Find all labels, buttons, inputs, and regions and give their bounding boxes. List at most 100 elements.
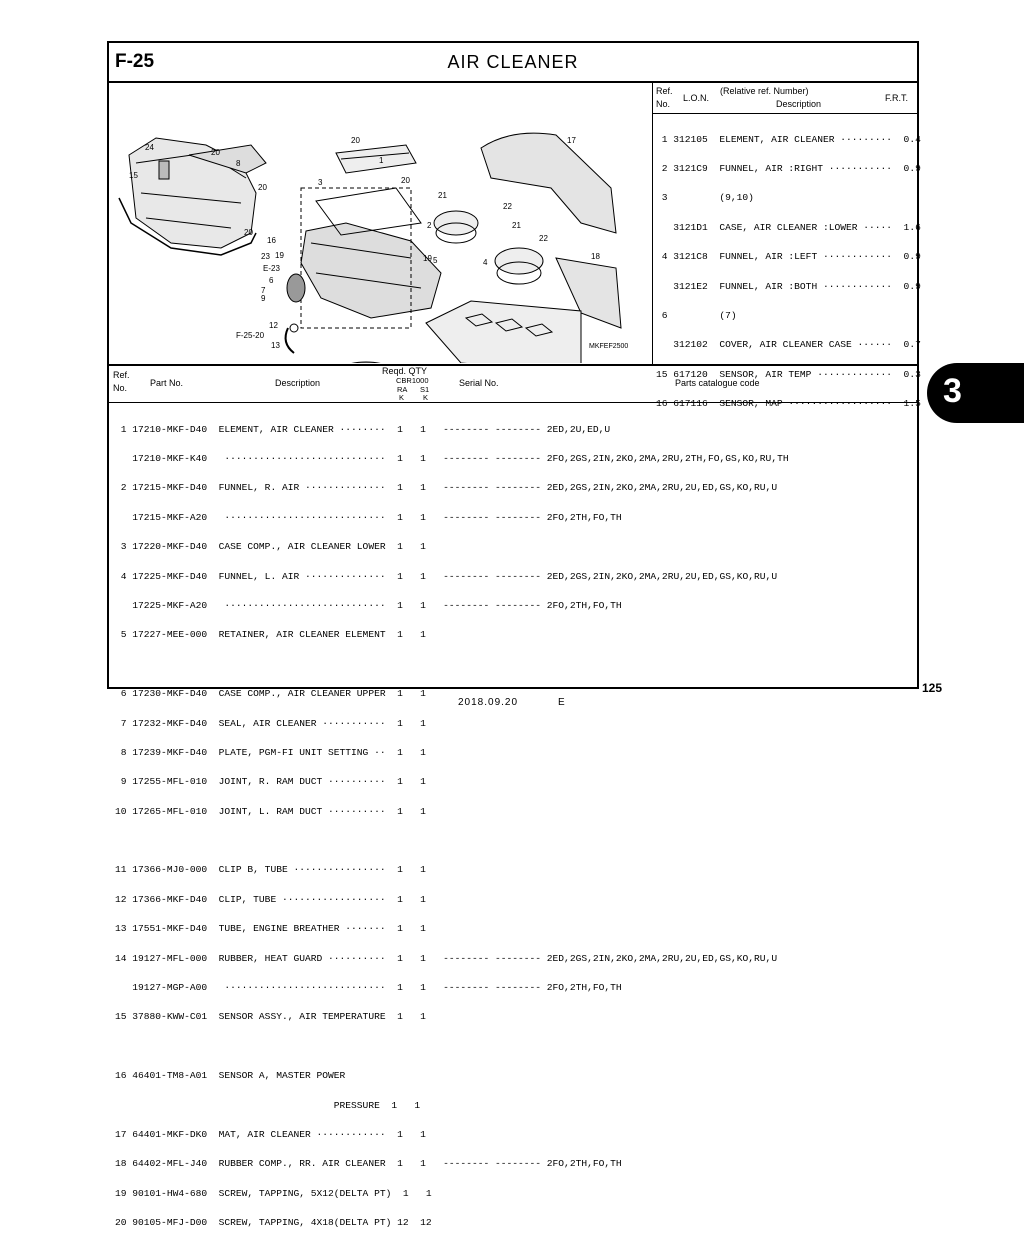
svg-text:4: 4 (483, 258, 488, 267)
table-row: 19 90101-HW4-680 SCREW, TAPPING, 5X12(DE… (115, 1187, 432, 1199)
table-row (115, 1042, 789, 1052)
svg-text:16: 16 (267, 236, 276, 245)
table-row: 9 17255-MFL-010 JOINT, R. RAM DUCT ·····… (115, 776, 426, 788)
table-row: 18 64402-MFL-J40 RUBBER COMP., RR. AIR C… (115, 1158, 622, 1170)
section-tab-label: 3 (943, 372, 962, 410)
table-row: 16 46401-TM8-A01 SENSOR A, MASTER POWER (115, 1070, 346, 1082)
svg-text:21: 21 (438, 191, 447, 200)
pt-ref-header: Ref. (113, 370, 130, 380)
table-row (115, 660, 789, 670)
page-frame: F-25 AIR CLEANER (107, 41, 921, 1227)
table-row: 17 64401-MKF-DK0 MAT, AIR CLEANER ······… (115, 1128, 426, 1140)
header-divider (109, 81, 917, 83)
svg-text:13: 13 (271, 341, 280, 350)
table-divider (109, 364, 917, 366)
svg-text:1: 1 (379, 156, 384, 165)
svg-text:24: 24 (145, 143, 154, 152)
lon-row: 15 617120 SENSOR, AIR TEMP ·············… (656, 368, 921, 380)
table-row: 11 17366-MJ0-000 CLIP B, TUBE ··········… (115, 864, 426, 876)
lon-row: 3 (9,10) (656, 192, 754, 204)
svg-text:19: 19 (275, 251, 284, 260)
lon-frt-header: F.R.T. (885, 93, 909, 103)
pt-ra-header: RA (397, 385, 408, 394)
lon-rel-header: (Relative ref. Number) (720, 86, 809, 96)
pt-serial-header: Serial No. (459, 378, 499, 388)
table-row: 19127-MGP-A00 ··························… (115, 982, 622, 994)
table-row: 17215-MKF-A20 ··························… (115, 511, 622, 523)
parts-table-body: 1 17210-MKF-D40 ELEMENT, AIR CLEANER ···… (115, 405, 789, 1248)
table-row: 1 17210-MKF-D40 ELEMENT, AIR CLEANER ···… (115, 423, 611, 435)
parts-header-rule (109, 402, 917, 403)
svg-text:E-23: E-23 (263, 264, 280, 273)
svg-text:19: 19 (423, 254, 432, 263)
table-row: PRESSURE 1 1 (115, 1099, 421, 1111)
table-row (115, 836, 789, 846)
pt-k-header: K (423, 393, 429, 402)
table-row: 10 17265-MFL-010 JOINT, L. RAM DUCT ····… (115, 805, 426, 817)
page-title: AIR CLEANER (447, 52, 579, 72)
lon-lon-header: L.O.N. (683, 93, 710, 103)
pt-no-header: No. (113, 383, 128, 393)
footer-date: 2018.09.20 (458, 697, 519, 708)
pt-reqd-qty-header: Reqd. QTY (382, 366, 428, 376)
svg-text:20: 20 (258, 183, 267, 192)
pt-model-header: CBR1000 (396, 376, 429, 385)
svg-text:15: 15 (129, 171, 138, 180)
svg-text:22: 22 (539, 234, 548, 243)
pt-s1-header: S1 (420, 385, 430, 394)
lon-row: 1 312105 ELEMENT, AIR CLEANER ········· … (656, 133, 921, 145)
lon-table-header: Ref. No. L.O.N. (Relative ref. Number) D… (654, 83, 917, 113)
table-row: 2 17215-MKF-D40 FUNNEL, R. AIR ·········… (115, 482, 778, 494)
table-row: 6 17230-MKF-D40 CASE COMP., AIR CLEANER … (115, 688, 426, 700)
diagram-divider (652, 81, 653, 364)
svg-text:3: 3 (318, 178, 323, 187)
svg-text:5: 5 (433, 256, 438, 265)
section-tab: 3 (927, 363, 1024, 423)
svg-text:22: 22 (503, 202, 512, 211)
lon-table-body: 1 312105 ELEMENT, AIR CLEANER ········· … (656, 115, 921, 429)
pt-partno-header: Part No. (150, 378, 184, 388)
table-row: 7 17232-MKF-D40 SEAL, AIR CLEANER ······… (115, 717, 426, 729)
lon-row: 3121E2 FUNNEL, AIR :BOTH ············ 0.… (656, 280, 921, 292)
lon-row: 312102 COVER, AIR CLEANER CASE ······ 0.… (656, 339, 921, 351)
table-row: 20 90105-MFJ-D00 SCREW, TAPPING, 4X18(DE… (115, 1217, 432, 1229)
table-row: 17225-MKF-A20 ··························… (115, 599, 622, 611)
table-row: 12 17366-MKF-D40 CLIP, TUBE ············… (115, 893, 426, 905)
lon-row: 6 (7) (656, 309, 737, 321)
svg-text:20: 20 (244, 228, 253, 237)
parts-table-header: Ref. No. Part No. Description Reqd. QTY … (109, 366, 917, 402)
svg-text:20: 20 (351, 136, 360, 145)
footer-edition: E (558, 697, 565, 708)
table-row: 13 17551-MKF-D40 TUBE, ENGINE BREATHER ·… (115, 923, 426, 935)
lon-row: 16 617116 SENSOR, MAP ··················… (656, 398, 921, 410)
table-row: 3 17220-MKF-D40 CASE COMP., AIR CLEANER … (115, 541, 426, 553)
lon-header-rule (653, 113, 919, 114)
figure-number: MKFEF2500 (589, 343, 629, 350)
pt-catalogue-header: Parts catalogue code (675, 378, 760, 388)
pt-k-header: K (399, 393, 405, 402)
svg-text:F-25-20: F-25-20 (236, 331, 265, 340)
lon-no-header: No. (656, 99, 671, 109)
table-row: 4 17225-MKF-D40 FUNNEL, L. AIR ·········… (115, 570, 778, 582)
lon-ref-header: Ref. (656, 86, 673, 96)
lon-row: 3121D1 CASE, AIR CLEANER :LOWER ····· 1.… (656, 221, 921, 233)
svg-text:6: 6 (269, 276, 274, 285)
table-row: 15 37880-KWW-C01 SENSOR ASSY., AIR TEMPE… (115, 1011, 426, 1023)
lon-desc-header: Description (776, 99, 822, 109)
svg-text:20: 20 (401, 176, 410, 185)
table-row: 14 19127-MFL-000 RUBBER, HEAT GUARD ····… (115, 952, 778, 964)
table-row: 5 17227-MEE-000 RETAINER, AIR CLEANER EL… (115, 629, 426, 641)
svg-text:9: 9 (261, 294, 266, 303)
table-row: 17210-MKF-K40 ··························… (115, 452, 789, 464)
svg-text:20: 20 (211, 148, 220, 157)
svg-text:23: 23 (261, 252, 270, 261)
table-row: 8 17239-MKF-D40 PLATE, PGM-FI UNIT SETTI… (115, 746, 426, 758)
svg-text:E-1: E-1 (329, 362, 342, 363)
svg-text:18: 18 (591, 252, 600, 261)
figure-code: F-25 (115, 51, 155, 72)
svg-text:17: 17 (567, 136, 576, 145)
lon-row: 4 3121C8 FUNNEL, AIR :LEFT ············ … (656, 251, 921, 263)
lon-row: 2 3121C9 FUNNEL, AIR :RIGHT ··········· … (656, 162, 921, 174)
svg-text:8: 8 (236, 159, 241, 168)
